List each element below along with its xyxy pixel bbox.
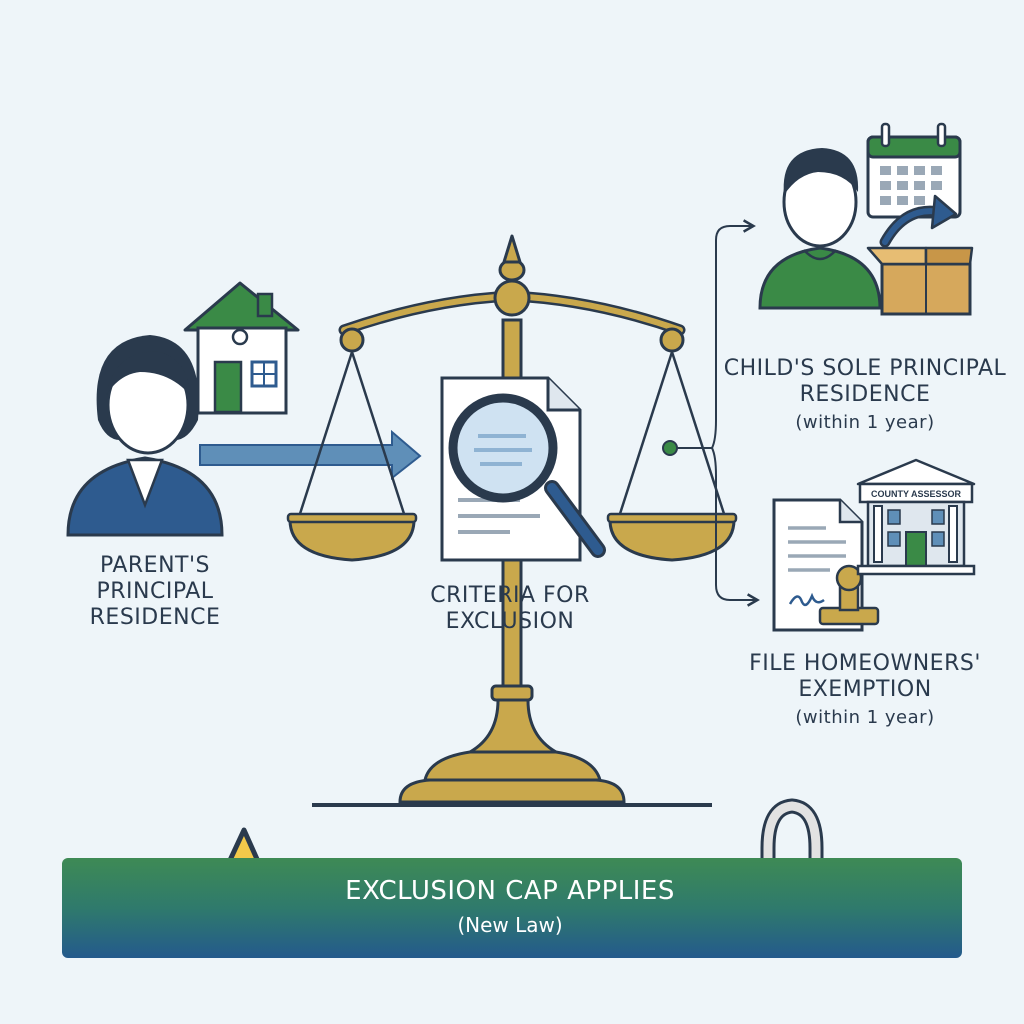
banner-text: EXCLUSION CAP APPLIES (New Law) <box>250 876 770 937</box>
criteria-label: CRITERIA FOR EXCLUSION <box>395 583 625 635</box>
exclusion-cap-banner <box>62 858 962 958</box>
criteria-title: CRITERIA FOR EXCLUSION <box>430 583 590 634</box>
magnifier-document-icon <box>440 376 606 562</box>
child-residence-note: (within 1 year) <box>795 411 935 433</box>
file-exemption-note: (within 1 year) <box>795 706 935 728</box>
parent-avatar-icon <box>66 335 224 537</box>
parent-to-criteria-arrow <box>199 429 422 481</box>
child-residence-label: CHILD'S SOLE PRINCIPAL RESIDENCE (within… <box>720 356 1010 433</box>
parent-residence-title: PARENT'S PRINCIPAL RESIDENCE <box>89 553 221 630</box>
banner-title: EXCLUSION CAP APPLIES <box>345 876 675 906</box>
assessor-sign: COUNTY ASSESSOR <box>871 489 962 499</box>
file-exemption-title: FILE HOMEOWNERS' EXEMPTION <box>749 651 981 702</box>
certificate-stamp-icon <box>772 498 880 632</box>
branch-connector <box>662 219 760 607</box>
moving-box-icon <box>866 194 974 316</box>
child-avatar-icon <box>758 148 882 310</box>
parent-residence-label: PARENT'S PRINCIPAL RESIDENCE <box>40 553 270 631</box>
house-icon <box>183 281 300 415</box>
banner-note: (New Law) <box>457 913 563 938</box>
child-residence-title: CHILD'S SOLE PRINCIPAL RESIDENCE <box>723 356 1007 407</box>
courthouse-icon: COUNTY ASSESSOR <box>856 458 976 576</box>
file-exemption-label: FILE HOMEOWNERS' EXEMPTION (within 1 yea… <box>720 651 1010 728</box>
calendar-icon <box>866 122 962 219</box>
